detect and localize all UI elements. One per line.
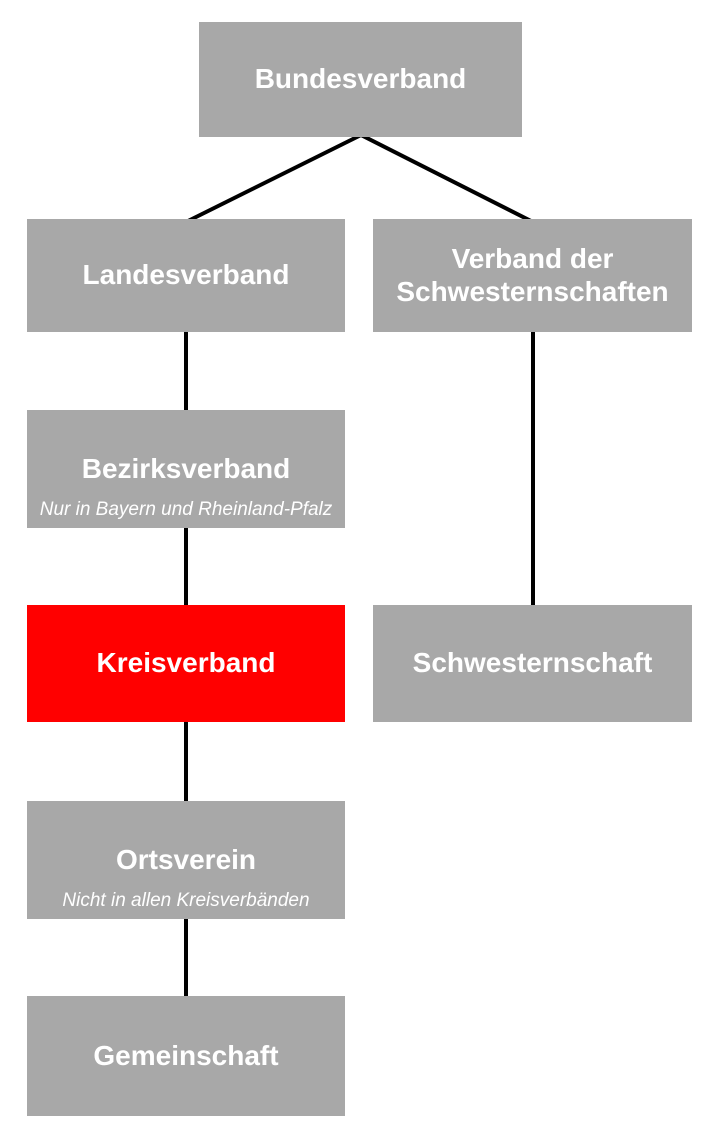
node-label: Bundesverband: [254, 63, 467, 95]
connector-bundesverband-verband-der-schwesternschaften: [360, 133, 534, 224]
node-note: Nur in Bayern und Rheinland-Pfalz: [39, 499, 333, 520]
node-ortsverein: Ortsverein Nicht in allen Kreisverbänden: [27, 801, 345, 919]
connector-bundesverband-landesverband: [185, 133, 362, 224]
node-label: Ortsverein: [115, 843, 257, 875]
node-label: Schwesternschaft: [412, 647, 653, 679]
node-label: Gemeinschaft: [93, 1039, 279, 1071]
node-verband-der-schwesternschaften: Verband der Schwesternschaften: [373, 219, 692, 332]
node-label: Kreisverband: [96, 647, 276, 679]
node-label: Bezirksverband: [81, 452, 291, 484]
node-landesverband: Landesverband: [27, 219, 345, 332]
node-gemeinschaft: Gemeinschaft: [27, 996, 345, 1116]
node-label: Verband der Schwesternschaften: [396, 243, 669, 307]
node-schwesternschaft: Schwesternschaft: [373, 605, 692, 722]
node-bundesverband: Bundesverband: [199, 22, 522, 137]
node-kreisverband: Kreisverband: [27, 605, 345, 722]
node-bezirksverband: Bezirksverband Nur in Bayern und Rheinla…: [27, 410, 345, 528]
node-note: Nicht in allen Kreisverbänden: [62, 890, 310, 911]
node-label: Landesverband: [82, 259, 290, 291]
